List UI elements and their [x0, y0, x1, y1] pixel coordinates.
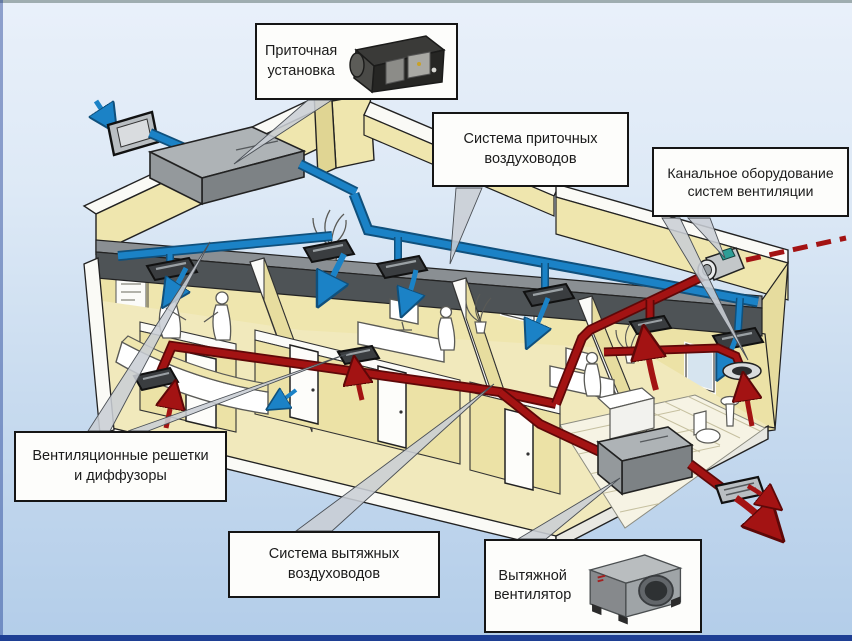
- exhaust-fan-unit: [596, 426, 694, 496]
- leader-duct-equipment-2: [661, 217, 749, 361]
- callout-text-line: Вентиляционные решетки: [32, 448, 209, 465]
- supply-duct-to-building: [298, 161, 358, 195]
- exhaust-branch-to-fan: [497, 389, 602, 455]
- callout-duct-equipment-label: Канальное оборудование систем вентиляции: [667, 164, 833, 201]
- callout-text-line: Вытяжной: [498, 567, 567, 584]
- callout-duct-equipment: Канальное оборудование систем вентиляции: [652, 147, 849, 217]
- image-frame-left: [0, 0, 3, 641]
- left-wall-edge: [83, 257, 115, 435]
- callout-text-line: Канальное оборудование: [667, 164, 834, 181]
- supply-unit-photo: [349, 34, 446, 93]
- callout-grilles-diffusers: Вентиляционные решетки и диффузоры: [14, 431, 227, 502]
- callout-supply-unit: Приточная установка: [255, 23, 458, 100]
- plant: [465, 293, 492, 334]
- callout-text-line: и диффузоры: [74, 467, 167, 484]
- callout-supply-ducts-label: Система приточных воздуховодов: [464, 130, 598, 168]
- callout-text-line: Система вытяжных: [268, 546, 400, 563]
- person-office-worker: [583, 351, 602, 397]
- callout-text-line: Система приточных: [463, 131, 598, 148]
- callout-supply-unit-label: Приточная установка: [265, 42, 337, 80]
- callout-exhaust-ducts-label: Система вытяжных воздуховодов: [269, 545, 399, 583]
- floor-level-supply-arrow: [276, 390, 298, 404]
- exhaust-duct-system: [132, 235, 847, 527]
- supply-duct-system: [117, 192, 765, 404]
- leader-supply-unit: [233, 99, 334, 165]
- callout-text-line: систем вентиляции: [687, 183, 814, 199]
- callout-exhaust-fan: Вытяжной вентилятор: [484, 539, 702, 633]
- callout-exhaust-ducts: Система вытяжных воздуховодов: [228, 531, 440, 598]
- person-visitor: [203, 291, 232, 341]
- callout-supply-ducts: Система приточных воздуховодов: [432, 112, 629, 187]
- leader-duct-equipment: [686, 217, 726, 259]
- door: [289, 344, 319, 425]
- exhaust-duct-main-run: [157, 342, 557, 408]
- callout-grilles-diffusers-label: Вентиляционные решетки и диффузоры: [32, 447, 208, 485]
- exhaust-duct-continuation-dashed: [745, 235, 847, 263]
- exhaust-outflow-arrows: [733, 486, 772, 527]
- round-exhaust-diffuser: [722, 361, 762, 381]
- door: [377, 365, 407, 449]
- image-frame-top: [0, 0, 852, 3]
- supply-duct-left-run: [117, 232, 333, 260]
- person-office-worker: [437, 305, 456, 351]
- callout-text-line: Приточная: [265, 43, 338, 60]
- toilet: [693, 410, 721, 444]
- callout-leader-lines: [87, 99, 749, 540]
- leader-supply-ducts: [449, 187, 483, 265]
- callout-text-line: воздуховодов: [287, 565, 381, 582]
- office-desk: [357, 321, 445, 363]
- callout-exhaust-fan-label: Вытяжной вентилятор: [494, 567, 571, 605]
- image-frame-bottom: [0, 635, 852, 641]
- outdoor-air-intake-arrow: [96, 99, 109, 121]
- callout-text-line: воздуховодов: [484, 150, 577, 167]
- exhaust-air-arrows: [166, 342, 752, 429]
- callout-text-line: вентилятор: [494, 587, 572, 603]
- supply-duct-main-run: [350, 192, 759, 306]
- callout-text-line: установка: [267, 62, 335, 79]
- exhaust-fan-photo: [588, 554, 683, 625]
- exhaust-outlet-duct: [688, 461, 724, 491]
- supply-air-arrows: [170, 252, 736, 404]
